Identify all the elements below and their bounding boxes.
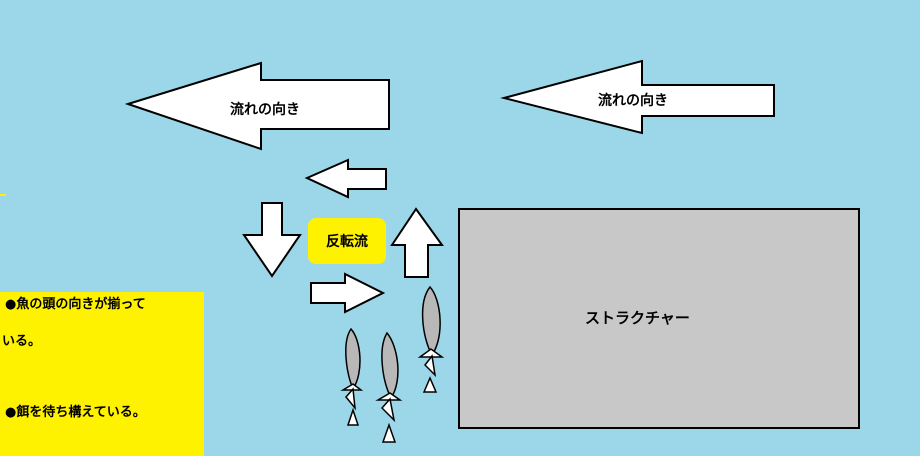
- structure-block: [458, 208, 860, 429]
- reverse-arrow-left: [304, 158, 387, 199]
- reverse-arrow-right: [310, 272, 386, 314]
- reverse-current-label: 反転流: [326, 234, 368, 250]
- fish-1: [340, 327, 364, 426]
- note-box: [0, 292, 204, 456]
- flow-arrow-left-upper: [500, 59, 775, 135]
- note-line-1: ●魚の頭の向きが揃って: [5, 297, 146, 312]
- reverse-arrow-down: [242, 202, 302, 278]
- reverse-arrow-up: [390, 207, 444, 278]
- note-line-2: ●餌を待ち構えている。: [5, 405, 146, 420]
- fish-3: [417, 285, 445, 393]
- structure-label: ストラクチャー: [585, 309, 690, 327]
- fish-2: [375, 331, 403, 443]
- reverse-current-badge: 反転流: [308, 218, 386, 264]
- edge-mark: [0, 194, 6, 196]
- flow-arrow-left-large: [124, 61, 390, 151]
- flow-direction-label-upper: 流れの向き: [598, 93, 668, 109]
- note-line-1-continued: いる。: [2, 334, 42, 349]
- flow-direction-label: 流れの向き: [230, 102, 300, 118]
